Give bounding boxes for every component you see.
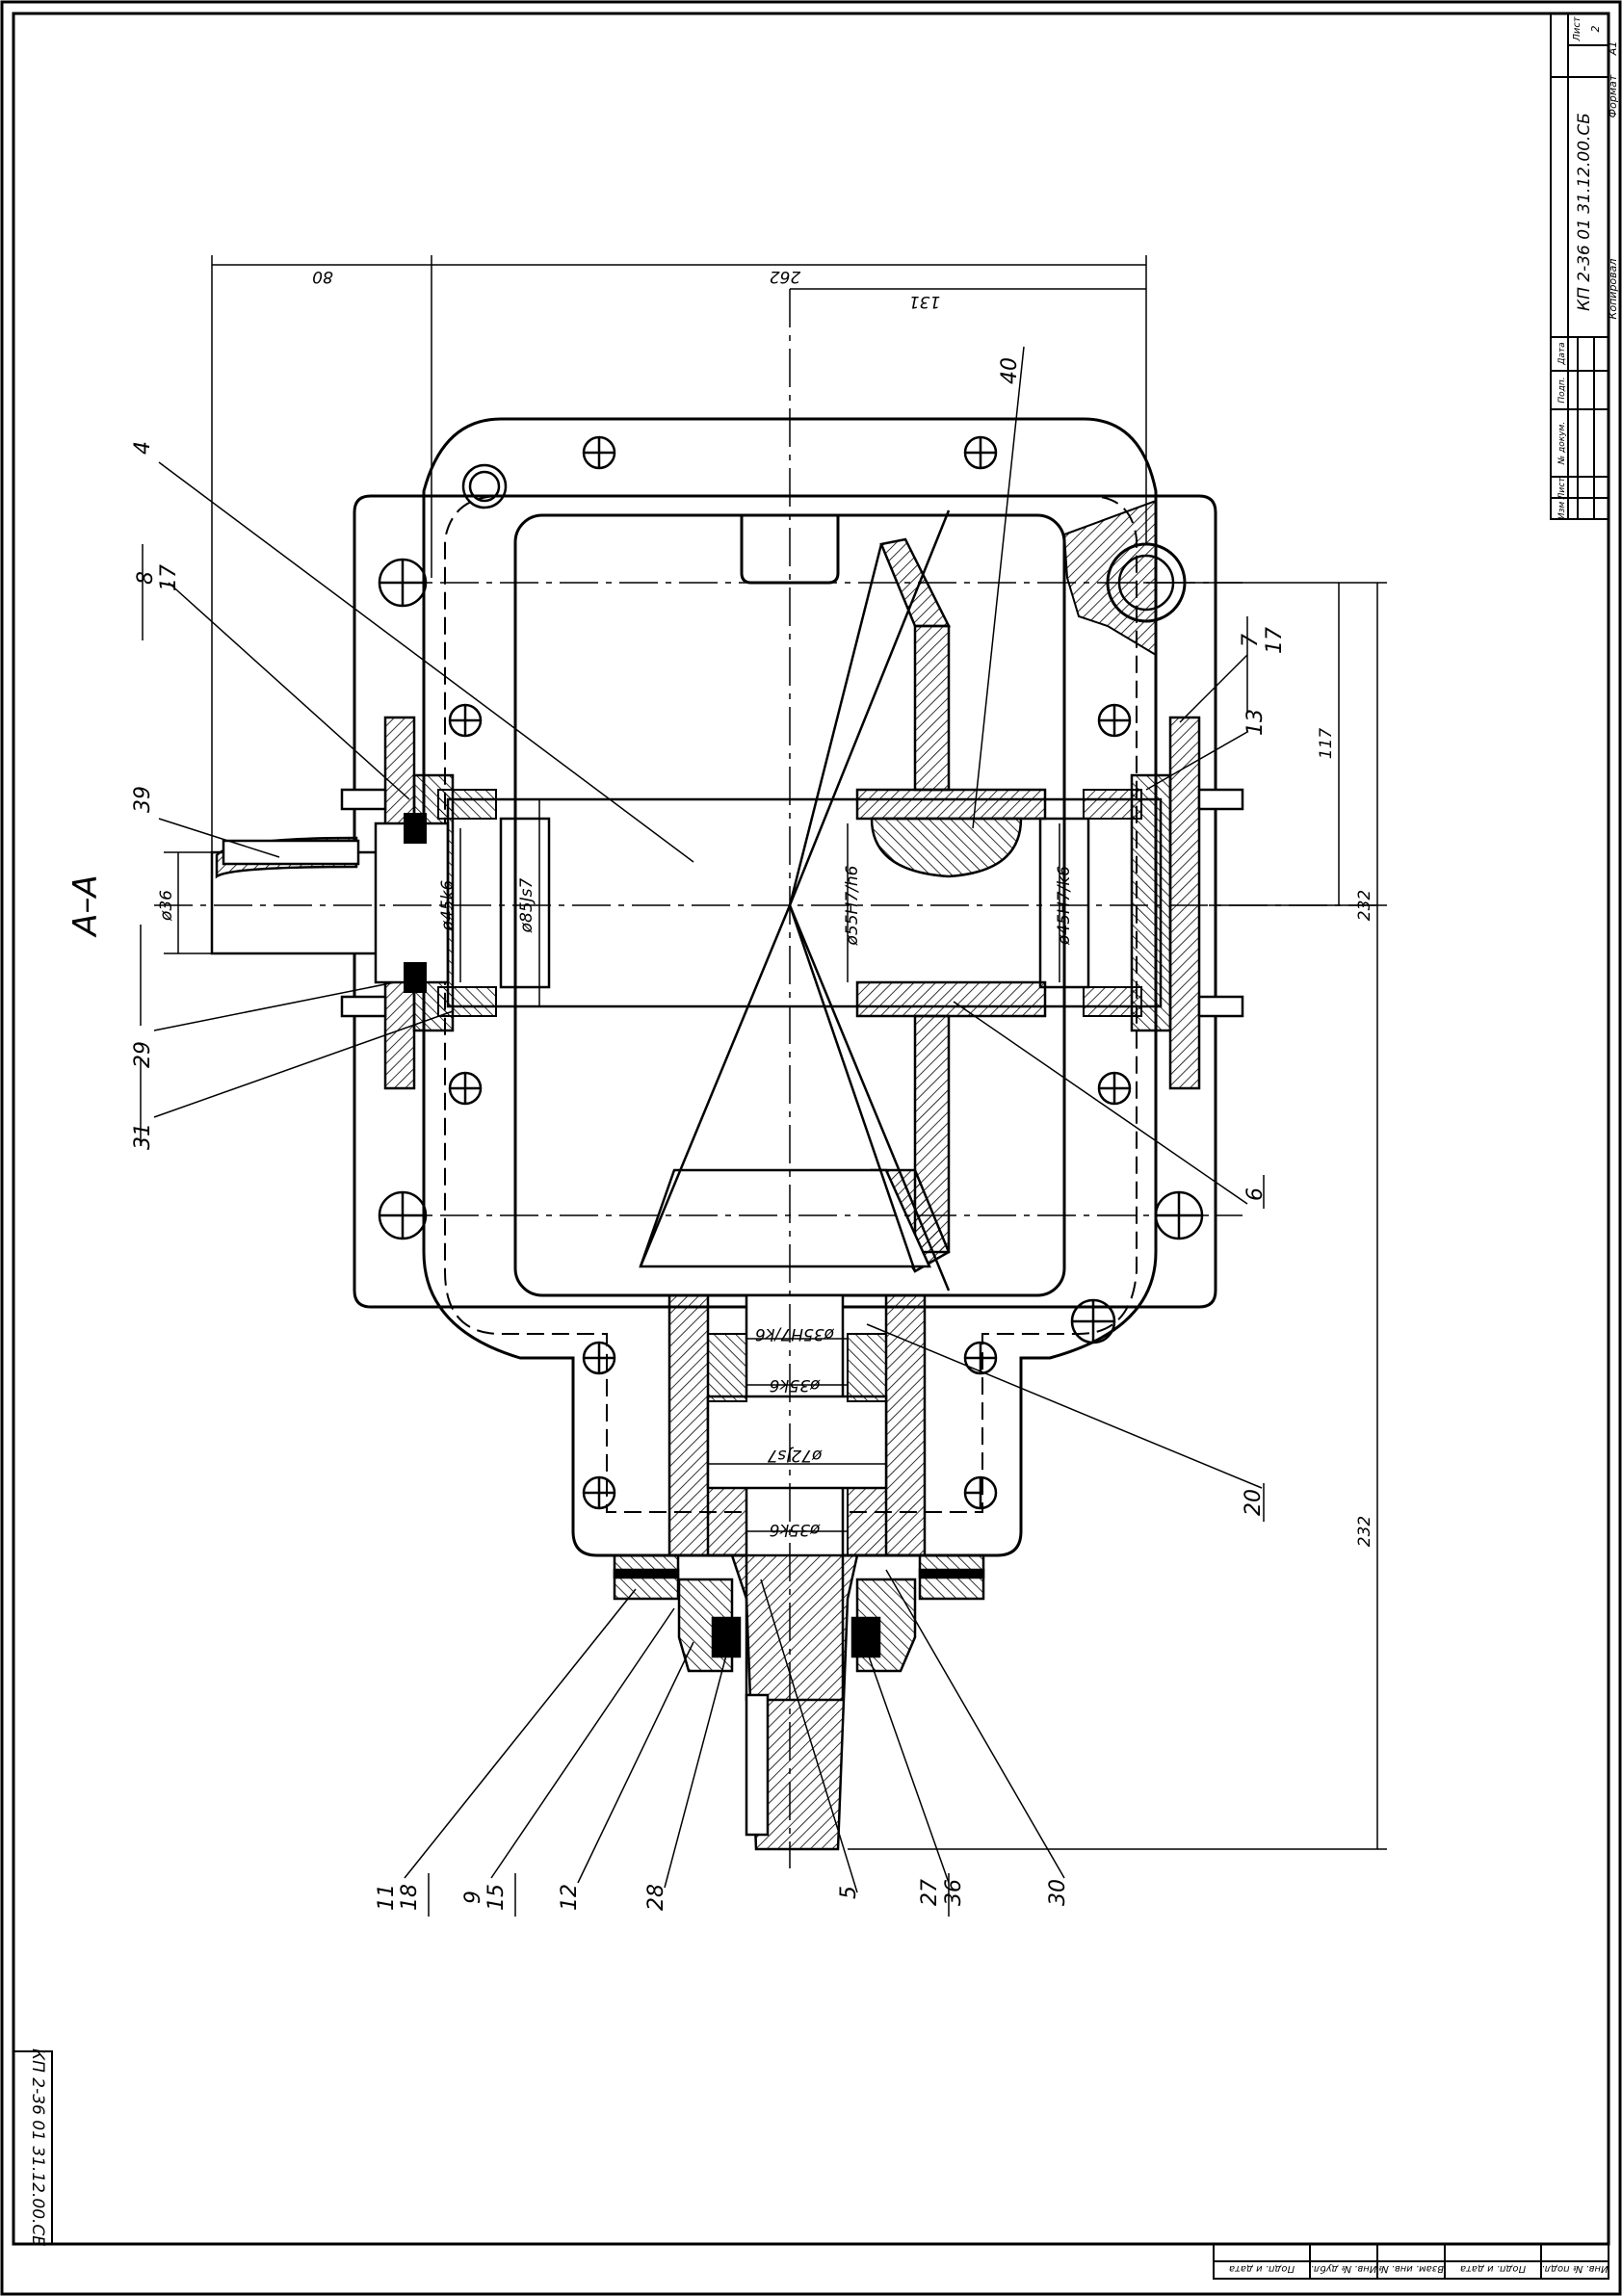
part-12: 12 — [558, 1884, 582, 1911]
margin-col-4: Подп. и дата — [1229, 2263, 1295, 2274]
dim-d35c: ø35k6 — [769, 1520, 821, 1539]
input-shaft — [210, 822, 450, 984]
dim-d45b: ø45H7/k6 — [1055, 866, 1074, 946]
sheet-number: 2 — [1589, 26, 1602, 33]
part-39: 39 — [131, 786, 155, 813]
change-col-2: № докум. — [1557, 422, 1567, 465]
dim-232-bottom: 232 — [1355, 1516, 1374, 1547]
dim-d72: ø72Js7 — [767, 1446, 823, 1465]
bolt — [1097, 703, 1132, 738]
dim-d35b: ø35k6 — [769, 1375, 821, 1395]
dim-d55: ø55H7/h6 — [843, 865, 862, 946]
change-col-0: Изм — [1557, 502, 1567, 520]
bolt — [963, 1341, 998, 1375]
dim-d35a: ø35H7/k6 — [755, 1324, 835, 1344]
bevel-gear — [639, 509, 952, 1292]
dim-262: 262 — [770, 267, 800, 286]
format-value: А1 — [1607, 41, 1619, 57]
part-4: 4 — [131, 441, 155, 455]
part-27: 27 — [918, 1879, 942, 1906]
bolt — [461, 463, 508, 509]
bolt — [1097, 1071, 1132, 1106]
housing-section-hatch — [1062, 499, 1157, 657]
part-30: 30 — [1046, 1879, 1070, 1906]
part-18: 18 — [398, 1884, 422, 1911]
dim-d45k6: ø45k6 — [438, 879, 458, 931]
part-17-right: 17 — [1263, 627, 1287, 654]
bolt — [448, 703, 483, 738]
change-col-3: Подп. — [1557, 377, 1567, 403]
bolt — [1070, 1298, 1116, 1344]
change-col-1: Лист — [1557, 477, 1567, 501]
part-13: 13 — [1243, 709, 1268, 736]
part-8: 8 — [134, 571, 158, 585]
margin-col-0: Инв. № подл. — [1542, 2263, 1609, 2274]
part-5: 5 — [837, 1886, 861, 1899]
dim-d85js7: ø85Js7 — [517, 877, 536, 933]
designation-bottom: КП 2-36 01 31.12.00.СБ — [28, 2048, 47, 2247]
designation-box: КП 2-36 01 31.12.00.СБ — [13, 2048, 53, 2247]
part-15: 15 — [484, 1884, 509, 1911]
part-40: 40 — [998, 357, 1022, 384]
dimension-text: 80 262 131 117 232 232 ø36 ø45k6 ø85Js7 … — [157, 267, 1374, 1547]
lower-seal-cap — [677, 1578, 917, 1673]
output-shaft — [706, 1293, 888, 1851]
dim-117: 117 — [1317, 728, 1336, 760]
bolt — [582, 435, 616, 470]
leader-lines — [140, 346, 1265, 1917]
designation-top: КП 2-36 01 31.12.00.СБ — [1575, 113, 1594, 311]
part-20: 20 — [1242, 1489, 1266, 1516]
dim-d36: ø36 — [157, 890, 176, 922]
dim-232-top: 232 — [1355, 890, 1374, 921]
part-6: 6 — [1243, 1187, 1268, 1201]
part-31: 31 — [131, 1123, 155, 1150]
part-29: 29 — [131, 1041, 155, 1068]
bolt — [963, 1475, 998, 1510]
part-28: 28 — [644, 1884, 668, 1911]
dimension-lines — [164, 255, 1387, 1850]
section-label: А–А — [66, 874, 105, 938]
horizontal-bearings — [404, 789, 1142, 1017]
change-col-4: Дата — [1557, 342, 1567, 365]
dim-131: 131 — [909, 292, 940, 311]
copied-label: Копировал — [1607, 259, 1619, 320]
part-9: 9 — [461, 1891, 485, 1904]
centerlines — [154, 289, 1377, 1868]
margin-col-3: Инв. № дубл. — [1311, 2263, 1376, 2275]
part-numbers: 4 8 17 39 29 31 40 7 17 13 6 20 11 18 9 … — [131, 357, 1287, 1911]
part-11: 11 — [375, 1884, 399, 1911]
bolt — [963, 435, 998, 470]
gear-key — [870, 817, 1023, 878]
output-housing-sleeve — [613, 1293, 985, 1601]
dim-80: 80 — [312, 267, 333, 286]
bolt — [582, 1341, 616, 1375]
gear-hub — [855, 624, 1047, 1254]
margin-col-1: Подп. и дата — [1460, 2263, 1526, 2274]
margin-block — [1213, 2243, 1609, 2280]
title-block — [1550, 13, 1609, 520]
sheet-label: Лист — [1572, 15, 1583, 42]
right-bearing-cap — [1130, 716, 1244, 1090]
format-label: Формат — [1607, 74, 1619, 117]
bolt — [448, 1071, 483, 1106]
main-shaft — [446, 797, 1163, 1008]
part-7: 7 — [1239, 634, 1263, 647]
bolt — [582, 1475, 616, 1510]
margin-col-2: Взам. инв. № — [1378, 2263, 1444, 2274]
output-bearings — [707, 1333, 887, 1556]
part-36: 36 — [942, 1879, 966, 1906]
part-17-left: 17 — [157, 564, 181, 591]
